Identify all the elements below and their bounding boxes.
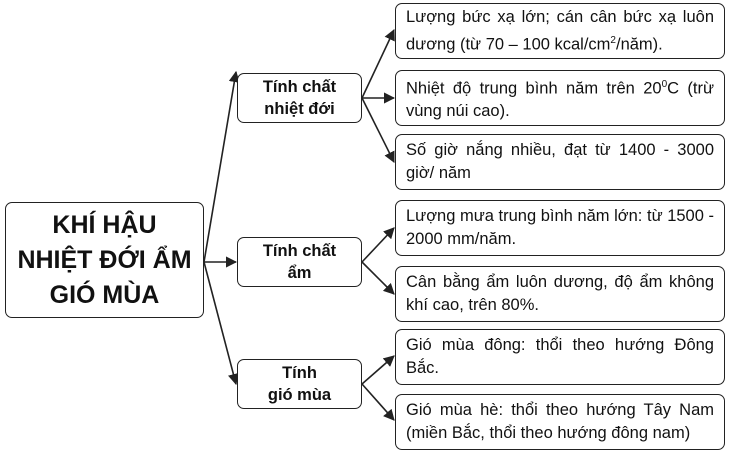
arrow-monsoon-to-leaf-2 bbox=[361, 383, 395, 421]
leaf-text: Lượng bức xạ lớn; cán cân bức xạ luôn dư… bbox=[406, 6, 714, 57]
leaf-moisture-balance: Cân bằng ẩm luôn dương, độ ẩm không khí … bbox=[395, 266, 725, 322]
leaf-text-tail: /năm). bbox=[615, 35, 663, 54]
branch-monsoon-line-1: Tính bbox=[282, 364, 317, 382]
branch-monsoon-line-2: gió mùa bbox=[267, 386, 332, 404]
leaf-thermal-radiation: Lượng bức xạ lớn; cán cân bức xạ luôn dư… bbox=[395, 3, 725, 59]
leaf-thermal-temperature: Nhiệt độ trung bình năm trên 200C (trừ v… bbox=[395, 70, 725, 126]
leaf-text: Số giờ nắng nhiều, đạt từ 1400 - 3000 gi… bbox=[406, 141, 714, 182]
root-title-line-3: GIÓ MÙA bbox=[49, 280, 160, 309]
branch-thermal-line-2: nhiệt đới bbox=[264, 100, 335, 118]
leaf-thermal-sunshine: Số giờ nắng nhiều, đạt từ 1400 - 3000 gi… bbox=[395, 134, 725, 190]
leaf-monsoon-winter: Gió mùa đông: thổi theo hướng Đông Bắc. bbox=[395, 329, 725, 385]
leaf-text: Cân bằng ẩm luôn dương, độ ẩm không khí … bbox=[406, 273, 714, 314]
arrow-monsoon-to-leaf-1 bbox=[361, 355, 395, 385]
arrow-thermal-to-leaf-3 bbox=[361, 97, 395, 164]
leaf-text-tail: C (trừ vùng núi cao). bbox=[406, 79, 715, 121]
branch-thermal-line-1: Tính chất bbox=[262, 78, 337, 96]
arrow-moisture-to-leaf-1 bbox=[361, 227, 395, 263]
branch-moisture-line-2: ẩm bbox=[287, 264, 312, 282]
leaf-moisture-rainfall: Lượng mưa trung bình năm lớn: từ 1500 - … bbox=[395, 200, 725, 256]
arrow-thermal-to-leaf-1 bbox=[361, 28, 395, 99]
root-title-line-2: NHIỆT ĐỚI ẨM bbox=[17, 245, 192, 274]
leaf-text-main: Nhiệt độ trung bình năm trên 20 bbox=[406, 79, 662, 98]
leaf-text: Nhiệt độ trung bình năm trên 200C (trừ v… bbox=[406, 73, 714, 124]
leaf-text-main: Lượng bức xạ lớn; cán cân bức xạ luôn dư… bbox=[406, 7, 714, 54]
leaf-text: Gió mùa đông: thổi theo hướng Đông Bắc. bbox=[406, 336, 714, 377]
arrow-moisture-to-leaf-2 bbox=[361, 261, 395, 295]
branch-node-monsoon: Tính gió mùa bbox=[237, 359, 362, 409]
leaf-text: Lượng mưa trung bình năm lớn: từ 1500 - … bbox=[406, 207, 714, 248]
branch-moisture-line-1: Tính chất bbox=[262, 242, 337, 260]
branch-node-thermal: Tính chất nhiệt đới bbox=[237, 73, 362, 123]
leaf-monsoon-summer: Gió mùa hè: thổi theo hướng Tây Nam (miề… bbox=[395, 394, 725, 450]
leaf-text: Gió mùa hè: thổi theo hướng Tây Nam (miề… bbox=[406, 401, 714, 442]
root-title-line-1: KHÍ HẬU bbox=[52, 210, 157, 239]
arrow-root-to-thermal bbox=[203, 70, 240, 263]
arrow-root-to-monsoon bbox=[203, 261, 239, 386]
leaf-text-superscript: 2 bbox=[610, 34, 616, 46]
branch-node-moisture: Tính chất ẩm bbox=[237, 237, 362, 287]
root-node: KHÍ HẬU NHIỆT ĐỚI ẨM GIÓ MÙA bbox=[5, 202, 204, 318]
leaf-text-superscript: 0 bbox=[661, 78, 668, 90]
